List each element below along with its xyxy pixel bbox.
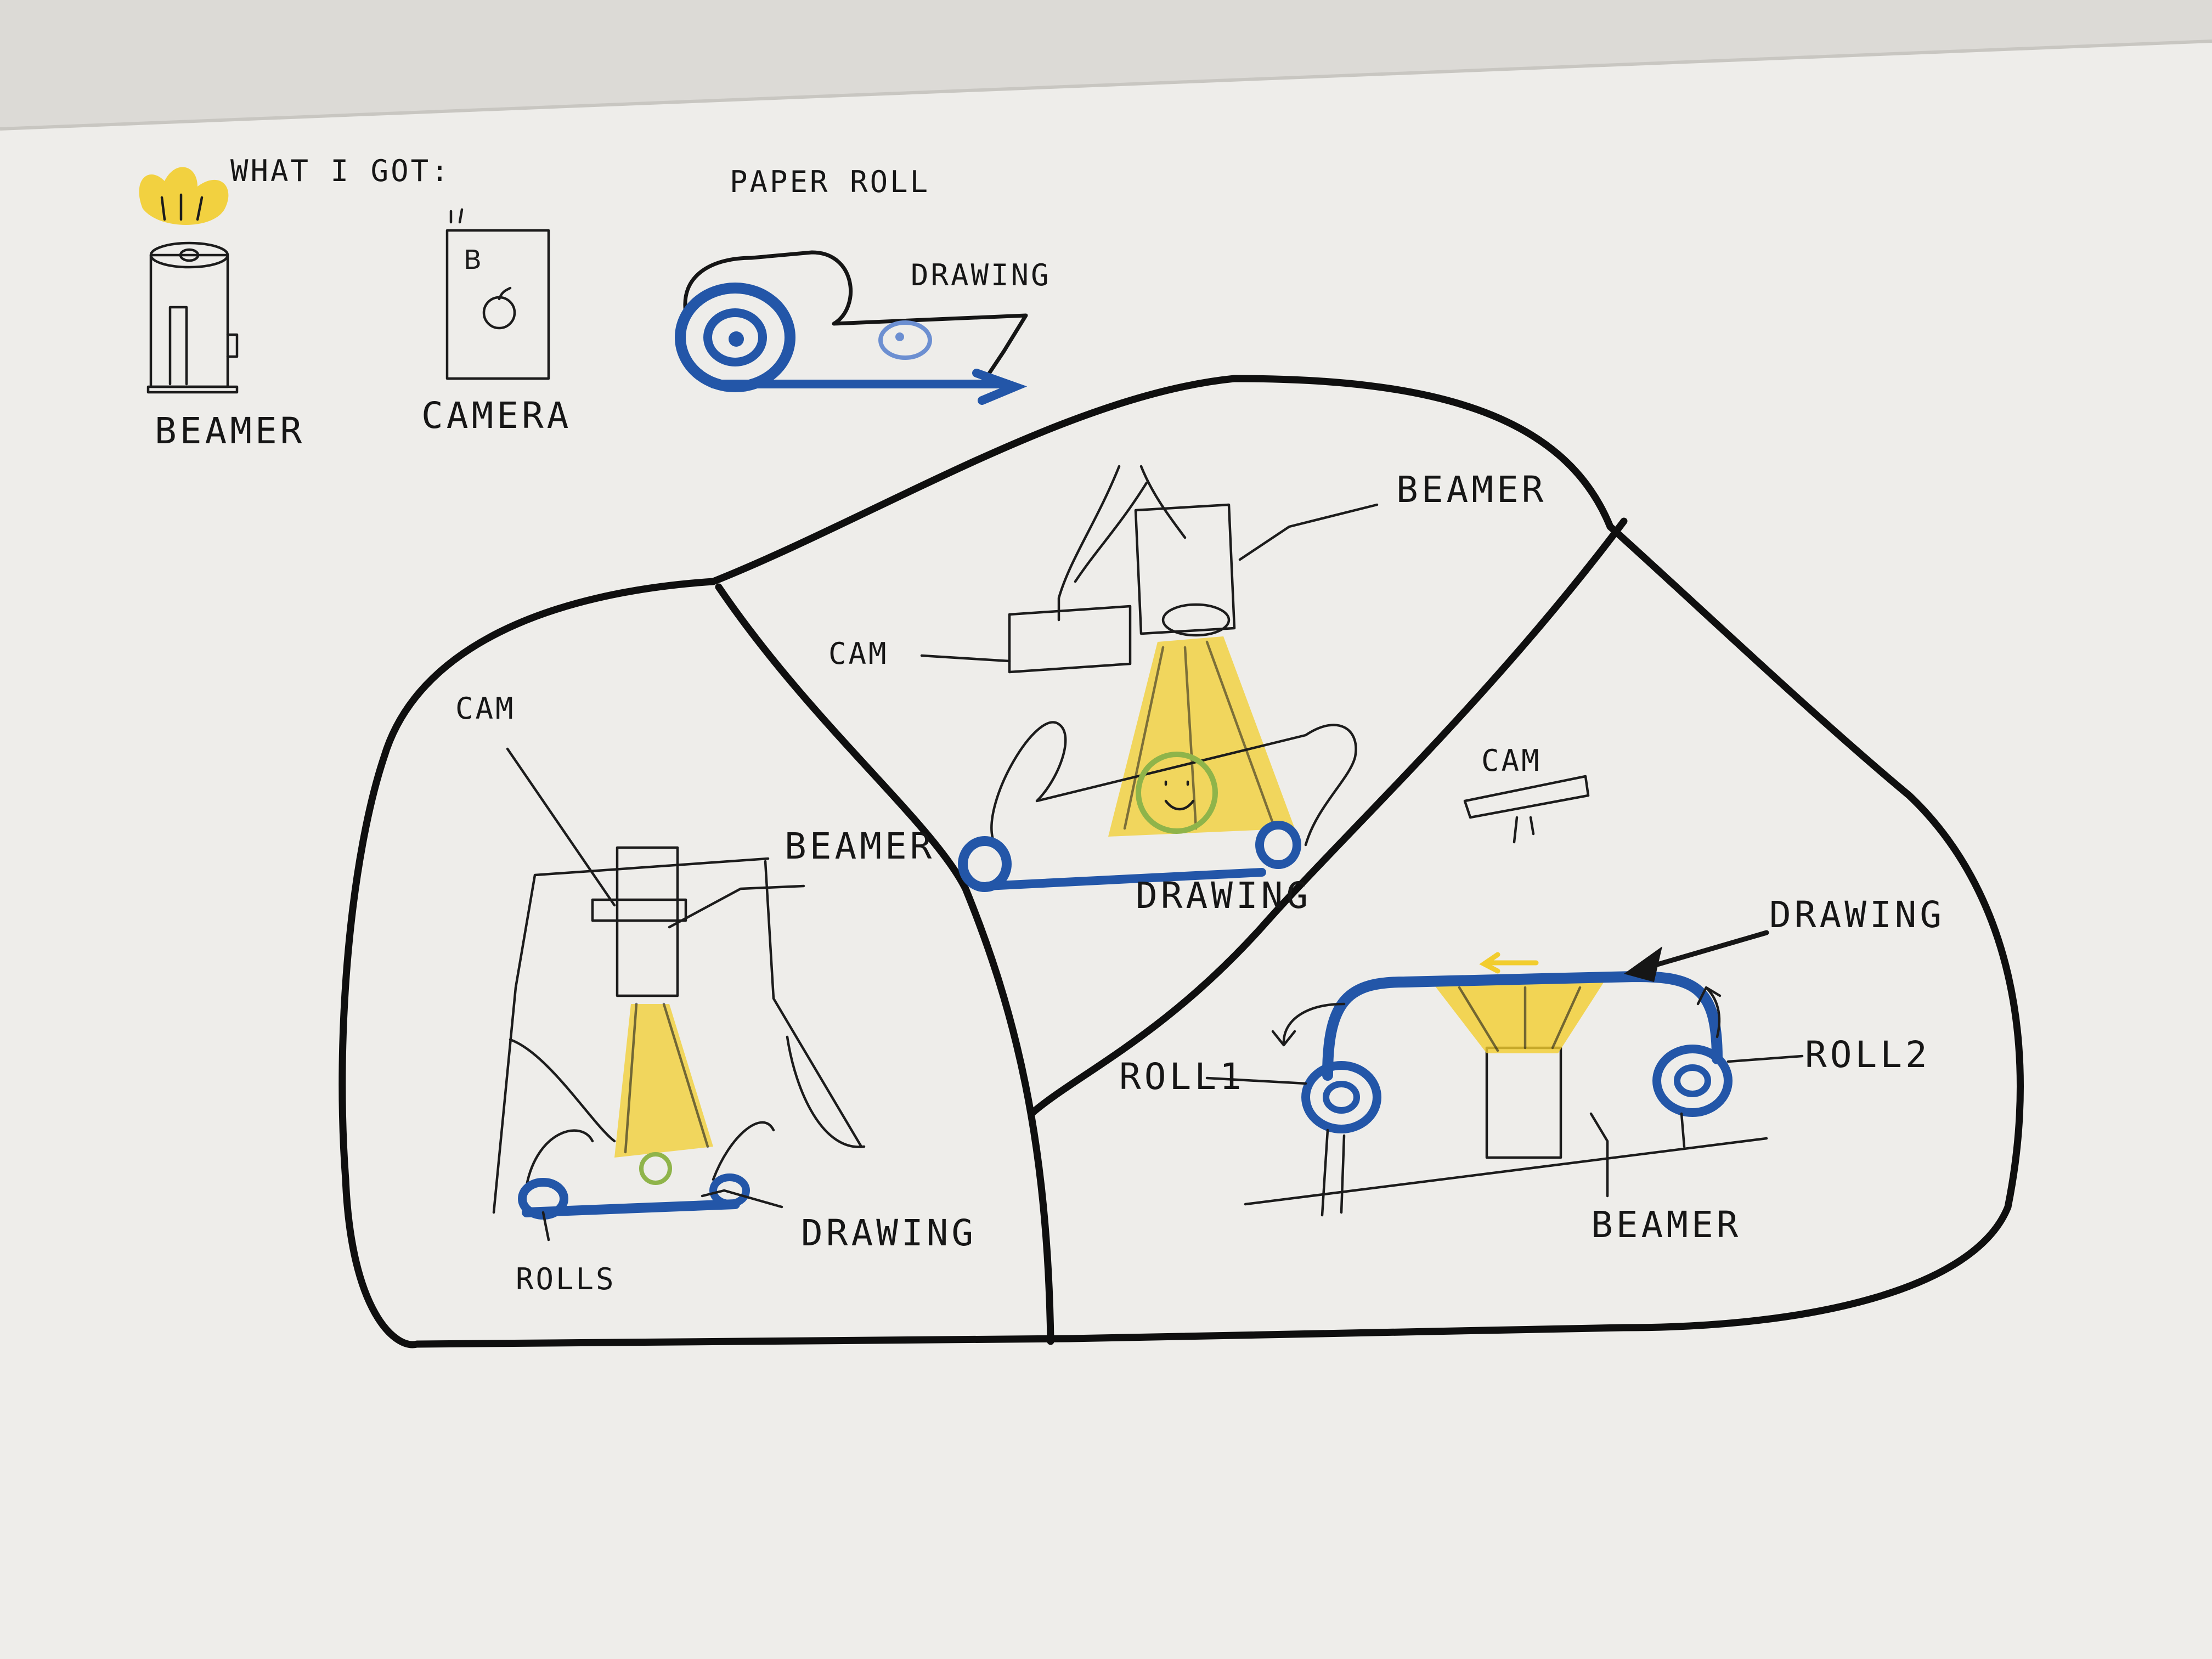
right-cam-label: CAM [1481,743,1542,778]
panel-left-diagram [492,747,866,1242]
middle-camera-body [1008,605,1132,674]
right-beamer-label: BEAMER [1591,1204,1741,1246]
beamer-icon [139,167,239,394]
left-rolls-label: ROLLS [516,1262,616,1296]
right-projection-cone [1432,977,1607,1053]
legend: WHAT I GOT: BEAMER B CAMERA PAPER ROLL [139,154,1051,452]
middle-beamer-body [1134,503,1236,635]
panel-right-diagram [1205,775,1804,1217]
camera-icon: B [445,208,550,380]
middle-cam-label: CAM [828,636,889,671]
left-beamer-label: BEAMER [785,825,935,867]
paper-roll-icon [675,250,1028,405]
legend-camera-label: CAMERA [421,394,572,437]
divider-left-middle [715,583,1054,1345]
right-roll2 [1652,1045,1733,1117]
left-camera-body [591,898,687,922]
legend-beamer-label: BEAMER [155,410,305,452]
right-roll1 [1301,1061,1381,1133]
legend-paper-roll-label: PAPER ROLL [730,165,930,199]
legend-drawing-label: DRAWING [911,258,1051,292]
panel-middle-diagram [920,465,1379,892]
right-camera-body [1463,775,1590,819]
legend-title: WHAT I GOT: [230,154,451,188]
left-cam-label: CAM [455,691,516,726]
right-roll1-label: ROLL1 [1119,1056,1245,1098]
divider-middle-right [1028,517,1628,1118]
middle-drawing-label: DRAWING [1136,874,1311,917]
left-drawing-label: DRAWING [801,1212,977,1254]
panels-outline [338,375,2024,1348]
left-projection-cone [614,1004,713,1158]
paper-sheet [0,41,2212,1659]
right-roll2-label: ROLL2 [1805,1034,1931,1076]
middle-beamer-label: BEAMER [1396,469,1547,511]
blob-outline [338,375,2024,1348]
right-drawing-label: DRAWING [1769,894,1945,936]
svg-text:B: B [464,245,482,275]
paper-edge-shadow [0,40,2212,131]
